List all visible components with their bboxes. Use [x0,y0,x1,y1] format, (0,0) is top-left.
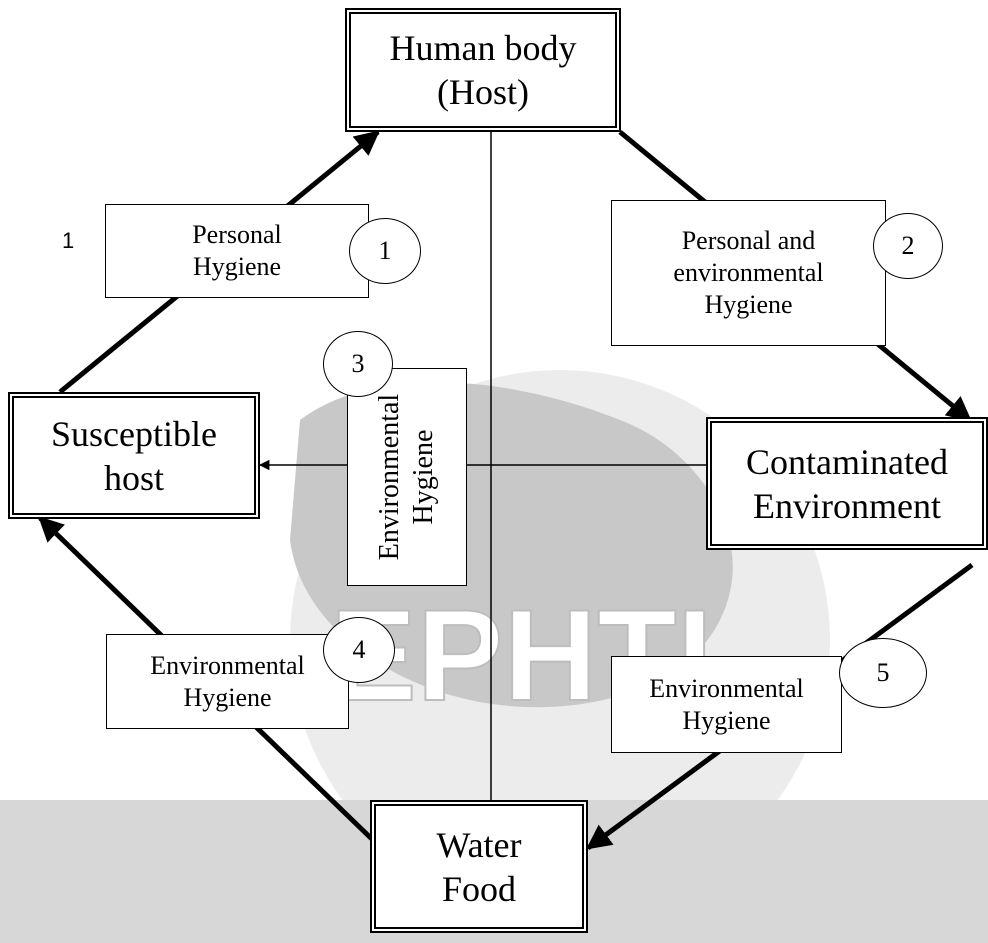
label-environmental-hygiene-3: Environmental Hygiene [347,368,467,586]
label-3-line-2: Hygiene [408,429,439,525]
node-susceptible-host-line-2: host [103,457,164,498]
node-susceptible-host: Susceptible host [8,392,260,519]
side-number: 1 [62,228,75,253]
label-3-line-1: Environmental [374,393,405,561]
label-environmental-hygiene-5: Environmental Hygiene [611,656,842,753]
node-water-food-line-1: Water [436,824,522,865]
label-personal-hygiene: Personal Hygiene [105,204,369,298]
step-number-5: 5 [839,638,927,708]
label-2-line-2: environmental [673,258,824,287]
node-human-body-line-2: (Host) [437,72,529,112]
node-water-food: Water Food [370,800,588,933]
label-2-line-3: Hygiene [704,290,793,319]
node-human-body-line-1: Human body [389,28,577,68]
step-number-1: 1 [349,218,421,284]
label-5-line-1: Environmental [649,673,804,703]
label-3-text: Environmental Hygiene [373,394,441,560]
step-number-4: 4 [323,617,395,683]
label-environmental-hygiene-4: Environmental Hygiene [106,634,349,729]
label-4-line-1: Environmental [150,650,305,680]
step-number-3: 3 [323,331,393,397]
label-1-line-2: Hygiene [192,252,282,281]
step-number-2: 2 [873,213,943,279]
label-4-line-2: Hygiene [183,682,272,712]
label-5-line-2: Hygiene [682,705,771,735]
node-human-body: Human body (Host) [345,8,621,132]
node-contaminated-environment-line-2: Environment [753,485,941,526]
node-susceptible-host-line-1: Susceptible [51,413,217,454]
node-contaminated-environment-line-1: Contaminated [746,441,948,482]
label-personal-environmental-hygiene: Personal and environmental Hygiene [611,200,886,346]
label-1-line-1: Personal [192,220,282,249]
node-water-food-line-2: Food [441,868,517,909]
node-contaminated-environment: Contaminated Environment [706,417,988,550]
label-2-line-1: Personal and [681,226,816,255]
